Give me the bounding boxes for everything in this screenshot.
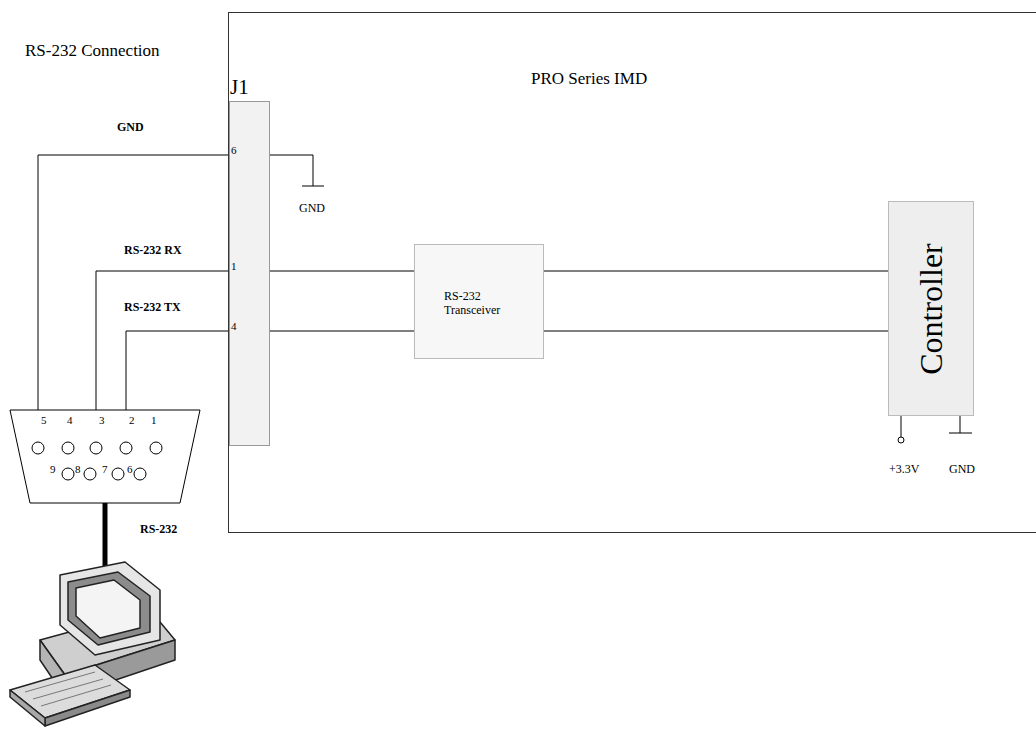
pin-number: 5 [41, 414, 47, 426]
pin-number: 7 [102, 463, 108, 475]
pin-number: 1 [231, 260, 237, 272]
device-housing: J1RS-232 Transceiver Controller PRO Series… [228, 12, 1036, 533]
ground-symbol [302, 186, 324, 187]
cable [103, 503, 108, 566]
node-label: Controller [913, 243, 950, 375]
cable-label: RS-232 [140, 522, 177, 537]
supply-label: +3.3V [889, 462, 919, 477]
pin-number: 3 [99, 414, 105, 426]
pin-number: 6 [127, 463, 133, 475]
transceiver-box: RS-232 Transceiver [414, 244, 544, 359]
signal-name: RS-232 RX [124, 243, 182, 258]
node-label: J1 [230, 75, 249, 100]
controller-box: Controller [888, 201, 974, 416]
signal-wire [544, 331, 888, 332]
pin-number: 9 [50, 463, 56, 475]
ground-symbol [949, 433, 972, 434]
pin-number: 6 [231, 144, 237, 156]
supply-terminal [898, 437, 904, 443]
pin-number: 4 [231, 320, 237, 332]
ground-wire [269, 155, 313, 186]
diagram-title: RS-232 Connection [25, 41, 160, 61]
node-label: PRO Series IMD [531, 69, 647, 89]
signal-wire [270, 331, 414, 332]
pin-number: 4 [67, 414, 73, 426]
gnd-wire [38, 155, 228, 442]
wire-label: GND [117, 120, 144, 135]
ground-label: GND [949, 462, 975, 477]
pin-number: 2 [129, 414, 135, 426]
ground-label: GND [299, 201, 325, 216]
computer-icon [10, 562, 175, 726]
signal-wire [270, 271, 414, 272]
db9-connector [10, 410, 200, 566]
pin-number: 8 [75, 463, 81, 475]
ground-wire [960, 415, 961, 433]
wires [38, 155, 972, 443]
node-label: RS-232 Transceiver [444, 289, 524, 318]
supply-pin [901, 415, 902, 437]
signal-wire [544, 271, 888, 272]
pin-number: 1 [151, 414, 157, 426]
signal-name: RS-232 TX [124, 300, 181, 315]
